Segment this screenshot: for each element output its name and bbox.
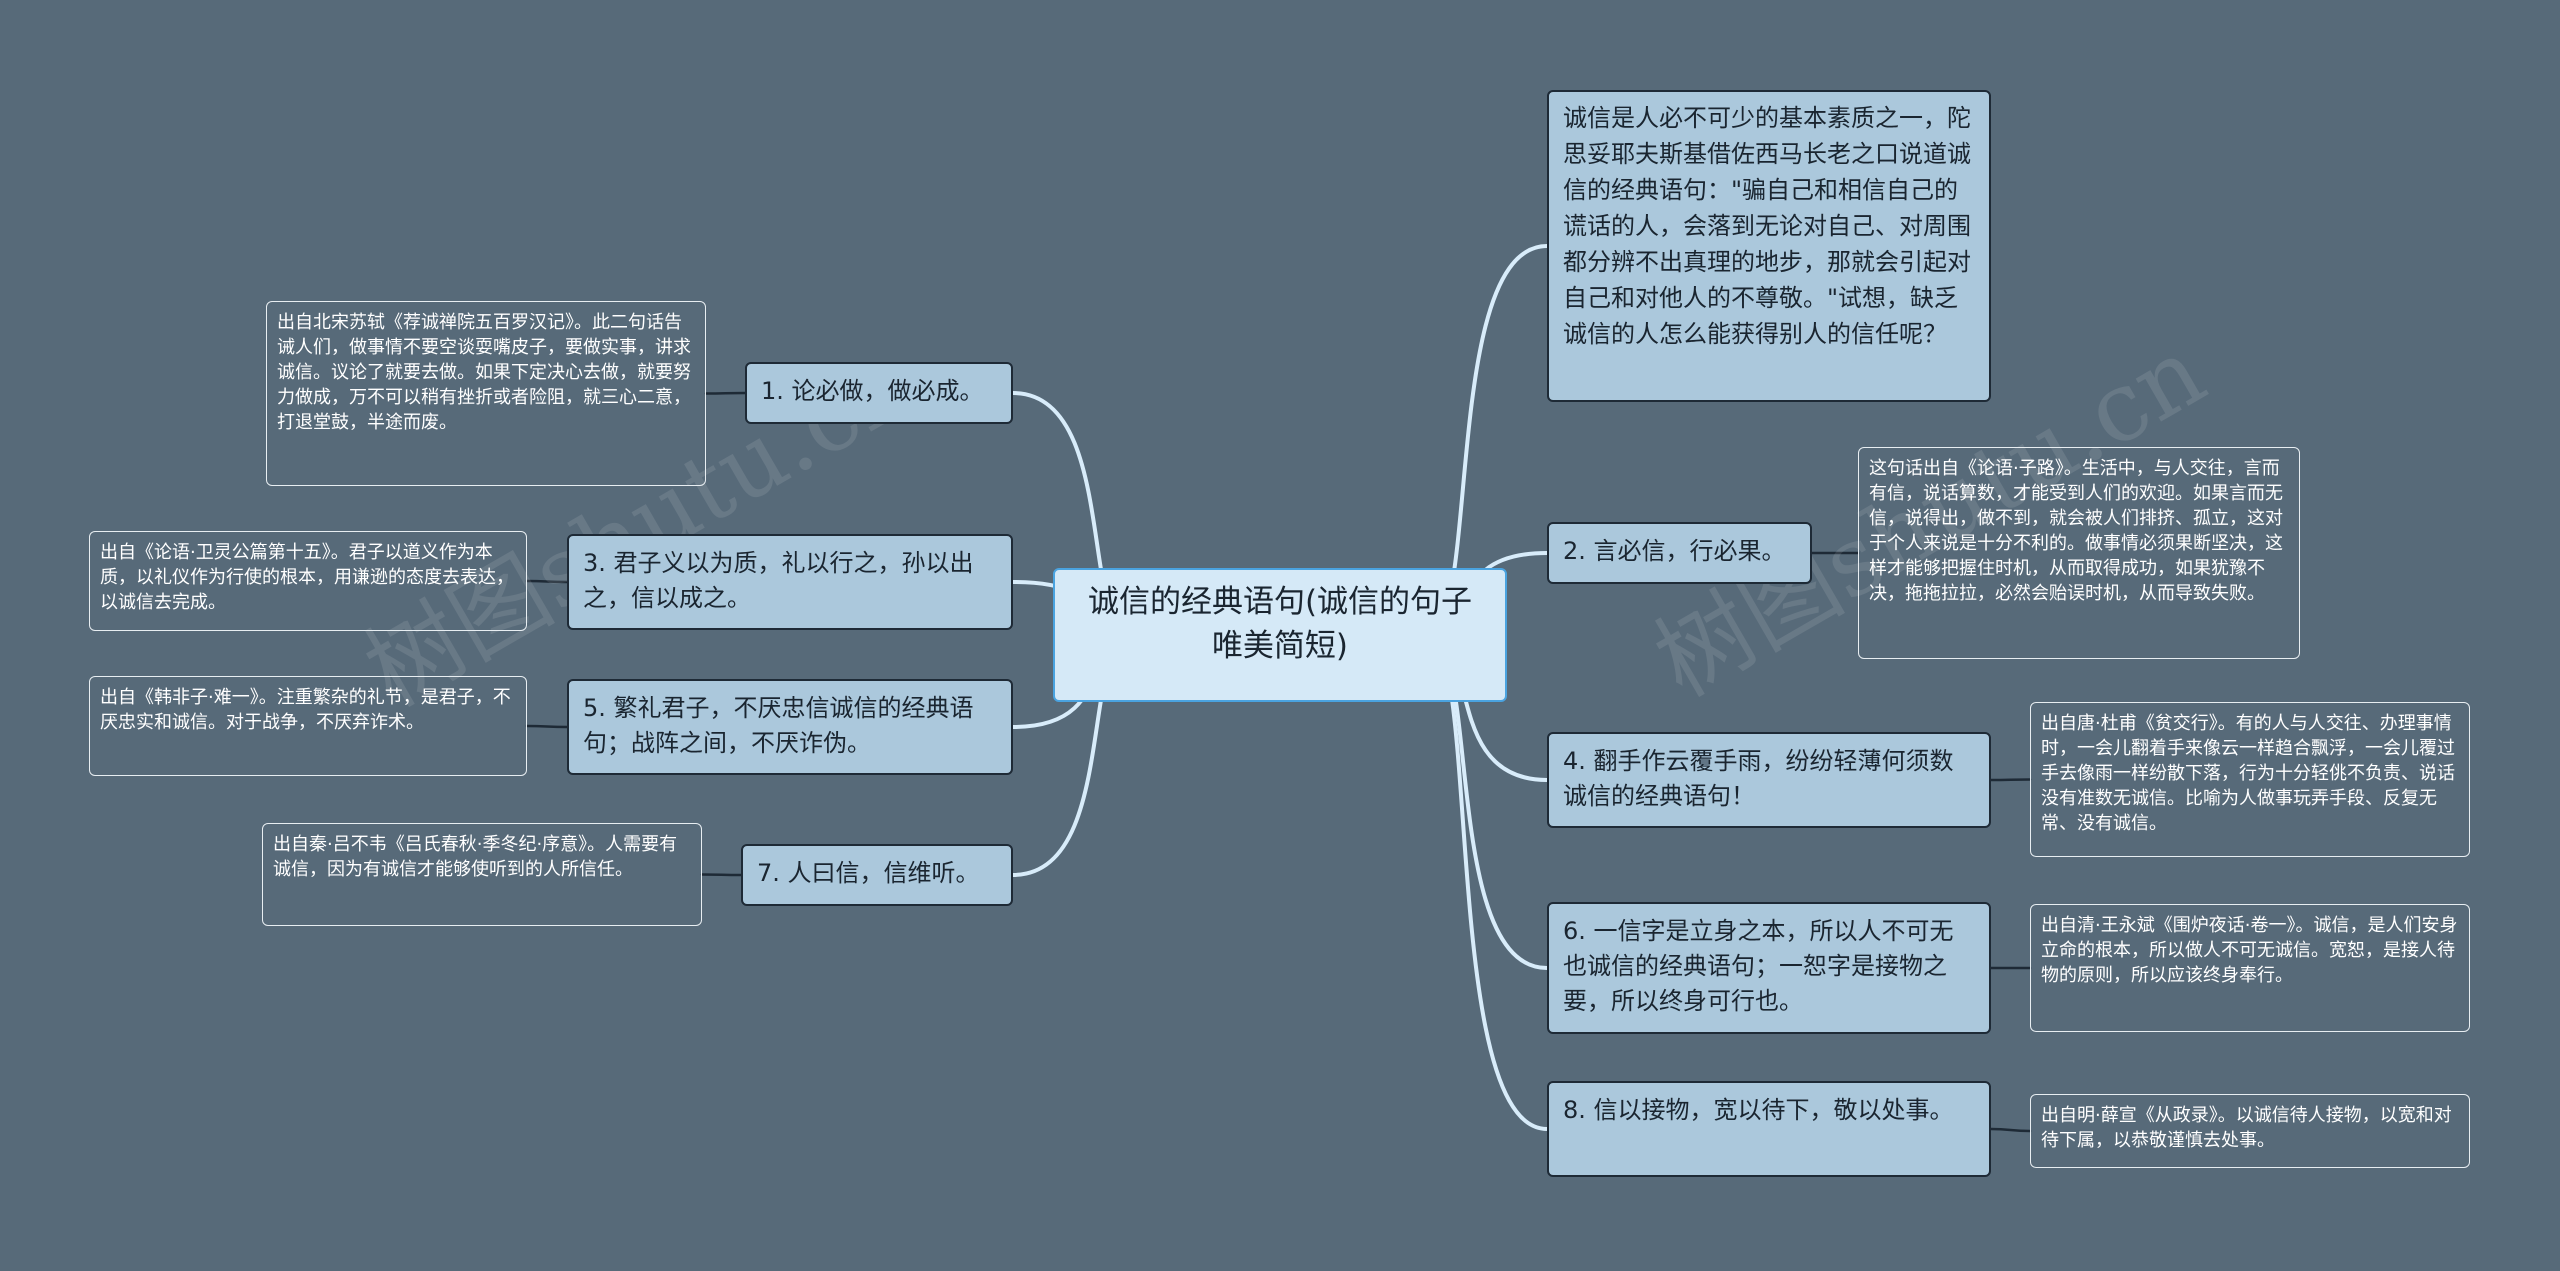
branch-8[interactable]: 8. 信以接物，宽以待下，敬以处事。 <box>1547 1081 1991 1177</box>
branch-3-note: 出自《论语·卫灵公篇第十五》。君子以道义作为本质，以礼仪作为行使的根本，用谦逊的… <box>89 531 527 631</box>
note-link <box>525 724 569 729</box>
branch-7[interactable]: 7. 人曰信，信维听。 <box>741 844 1013 906</box>
branch-1-note: 出自北宋苏轼《荐诚禅院五百罗汉记》。此二句话告诫人们，做事情不要空谈耍嘴皮子，要… <box>266 301 706 486</box>
branch-6[interactable]: 6. 一信字是立身之本，所以人不可无也诚信的经典语句；一恕字是接物之要，所以终身… <box>1547 902 1991 1034</box>
note-link <box>1989 1127 2032 1133</box>
note-link <box>700 873 743 877</box>
branch-6-note: 出自清·王永斌《围炉夜话·卷一》。诚信，是人们安身立命的根本，所以做人不可无诚信… <box>2030 904 2470 1032</box>
branch-2[interactable]: 2. 言必信，行必果。 <box>1547 522 1812 584</box>
branch-5-note: 出自《韩非子·难一》。注重繁杂的礼节，是君子，不厌忠实和诚信。对于战争，不厌弃诈… <box>89 676 527 776</box>
branch-7-note: 出自秦·吕不韦《吕氏春秋·季冬纪·序意》。人需要有诚信，因为有诚信才能够使听到的… <box>262 823 702 926</box>
intro-topic[interactable]: 诚信是人必不可少的基本素质之一，陀思妥耶夫斯基借佐西马长老之口说道诚信的经典语句… <box>1547 90 1991 402</box>
branch-link <box>1425 633 1549 1131</box>
note-link <box>704 391 747 395</box>
branch-3[interactable]: 3. 君子义以为质，礼以行之，孙以出之，信以成之。 <box>567 534 1013 630</box>
branch-5[interactable]: 5. 繁礼君子，不厌忠信诚信的经典语句；战阵之间，不厌诈伪。 <box>567 679 1013 775</box>
branch-4-note: 出自唐·杜甫《贫交行》。有的人与人交往、办理事情时，一会儿翻着手来像云一样趋合飘… <box>2030 702 2470 857</box>
branch-1[interactable]: 1. 论必做，做必成。 <box>745 362 1013 424</box>
branch-8-note: 出自明·薛宣《从政录》。以诚信待人接物，以宽和对待下属，以恭敬谨慎去处事。 <box>2030 1094 2470 1168</box>
branch-4[interactable]: 4. 翻手作云覆手雨，纷纷轻薄何须数诚信的经典语句！ <box>1547 732 1991 828</box>
note-link <box>525 579 569 584</box>
note-link <box>1989 778 2032 782</box>
branch-2-note: 这句话出自《论语·子路》。生活中，与人交往，言而有信，说话算数，才能受到人们的欢… <box>1858 447 2300 659</box>
root-topic[interactable]: 诚信的经典语句(诚信的句子唯美简短) <box>1053 568 1507 702</box>
